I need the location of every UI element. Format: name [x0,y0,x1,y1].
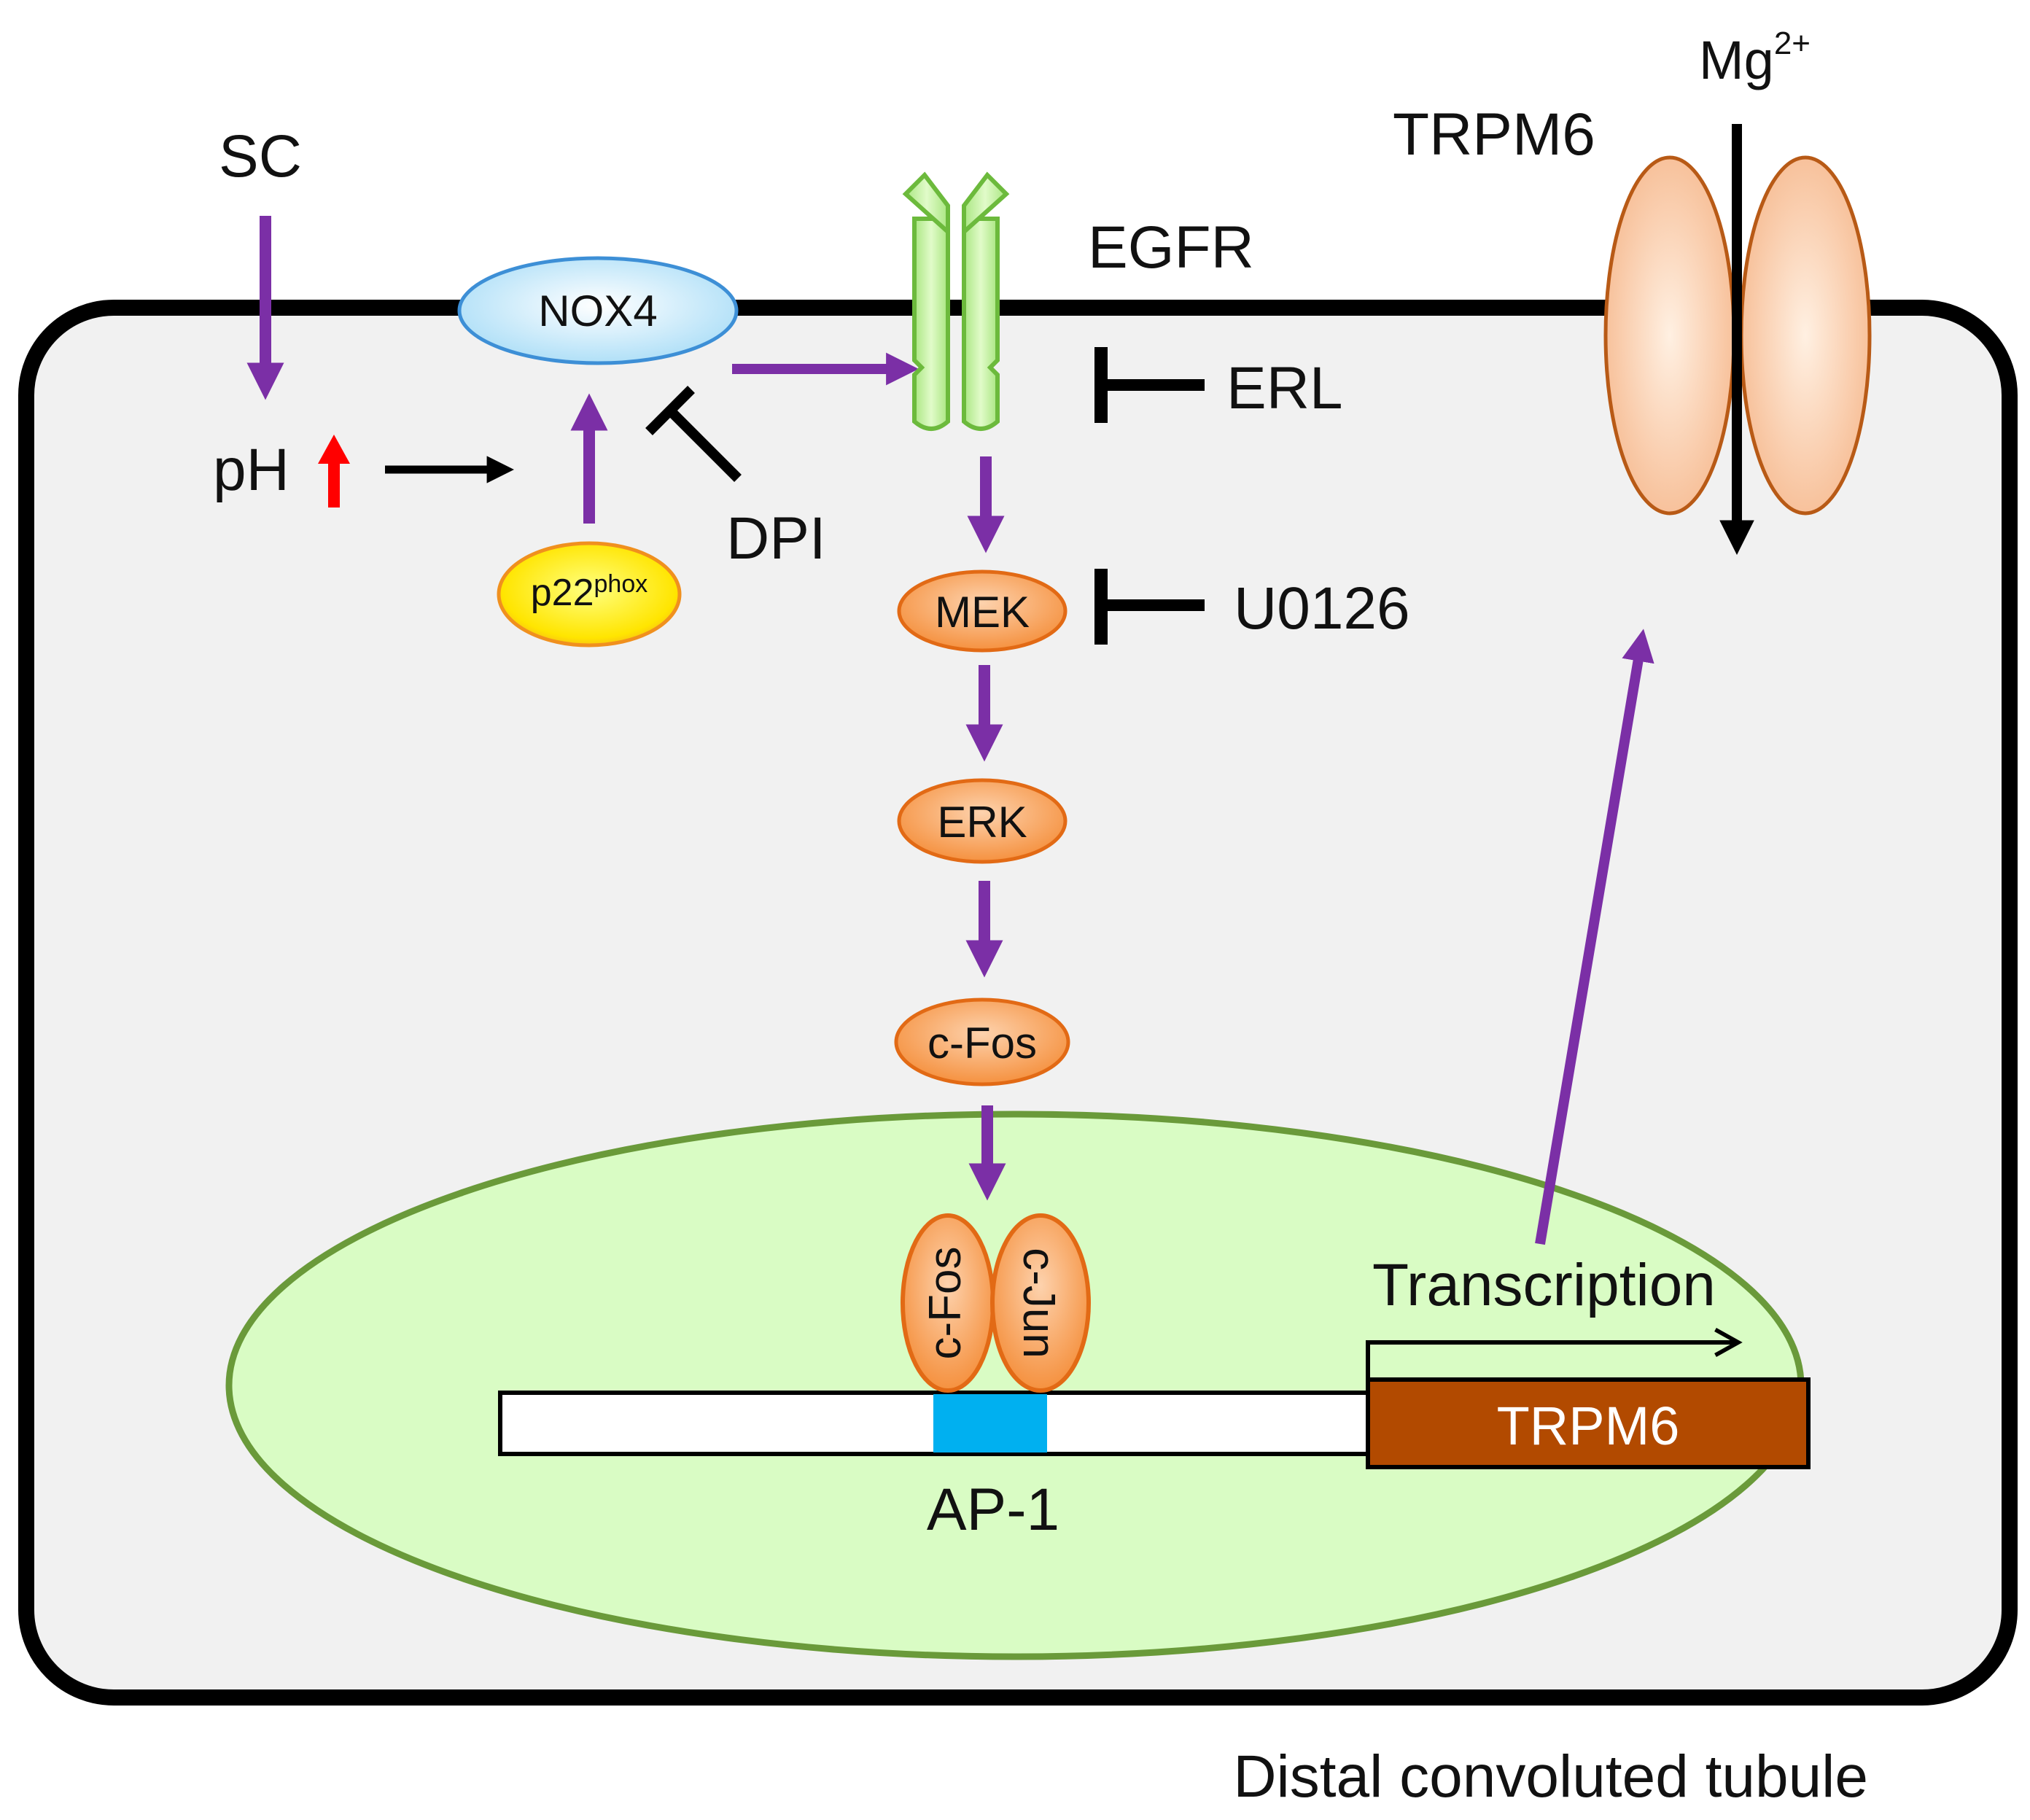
p22-base-text: p22 [531,572,594,614]
mek-label: MEK [935,588,1030,637]
cjun-nuclear-label: c-Jun [1014,1248,1064,1358]
trpm6-gene-label: TRPM6 [1497,1396,1680,1456]
ph-label: pH [213,437,289,503]
cfos-node [894,998,1070,1086]
trpm6-channel-right [1739,155,1872,516]
u0126-label: U0126 [1234,575,1410,642]
caption: Distal convoluted tubule [1233,1743,1868,1810]
nox4-node [457,256,739,365]
mg-sup-text: 2+ [1774,26,1811,61]
nox4-label: NOX4 [538,287,657,335]
sc-label: SC [219,123,302,190]
ap1-binding-site [933,1394,1047,1452]
cfos-nuclear-label: c-Fos [920,1247,971,1360]
trpm6-channel-left [1603,155,1736,516]
mg-label: Mg2+ [1699,26,1811,90]
dpi-label: DPI [726,505,826,572]
mek-node [897,569,1068,653]
erk-label: ERK [937,798,1027,847]
erl-inhibitor [1094,347,1205,423]
cjun-nuclear-node [990,1213,1091,1393]
p22phox-node [497,541,682,648]
trpm6-gene-box [1366,1377,1811,1469]
u0126-inhibitor [1094,569,1205,645]
trpm6-channel-label: TRPM6 [1393,101,1595,168]
egfr-label: EGFR [1088,214,1254,281]
erk-node [897,778,1068,864]
egfr-receptor [902,171,1010,431]
transcription-arrow [1366,1328,1743,1385]
cfos-label: c-Fos [928,1019,1037,1068]
ph-increase-arrow [318,435,350,508]
ap1-label: AP-1 [927,1477,1059,1543]
dpi-inhibitor [645,386,742,482]
transcription-label: Transcription [1372,1252,1716,1318]
transcription-to-channel-arrow [1535,629,1654,1245]
p22-sup-text: phox [594,570,648,598]
p22phox-label: p22phox [531,570,648,614]
erl-label: ERL [1226,355,1343,421]
mg-base-text: Mg [1699,30,1774,90]
